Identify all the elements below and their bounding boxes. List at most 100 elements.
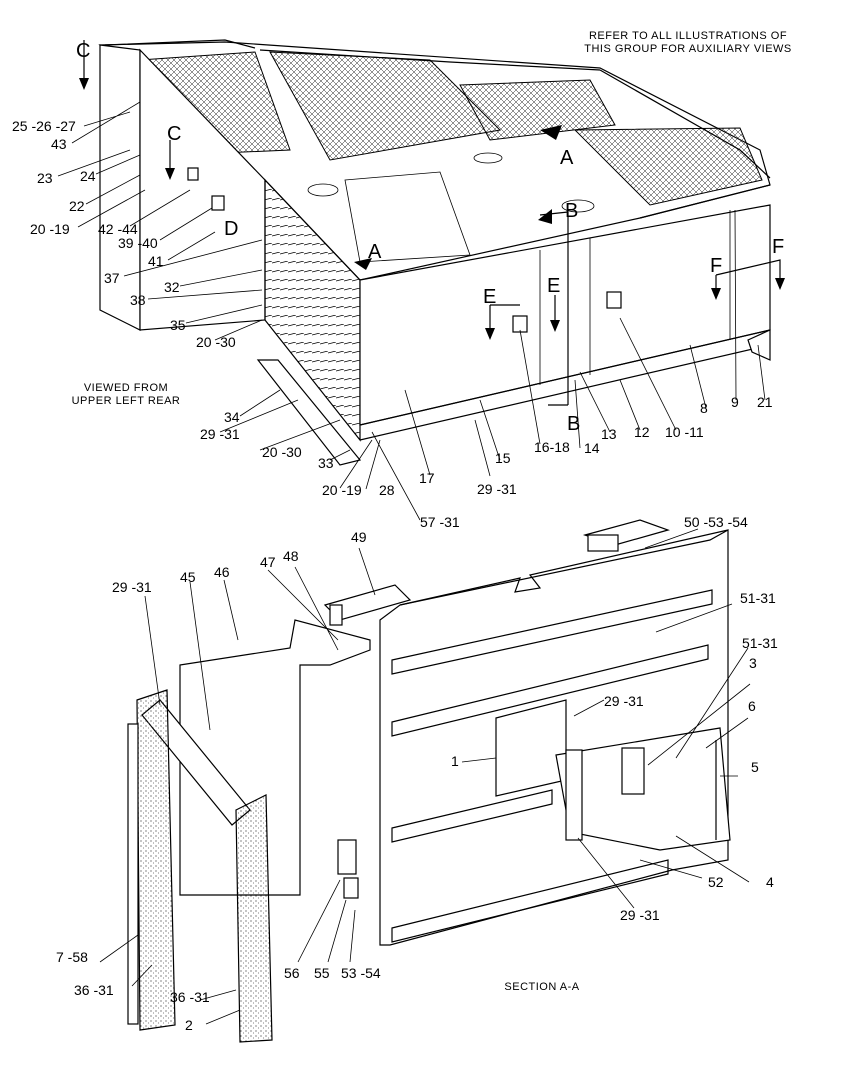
latch-f [606,291,622,309]
grating-rear [573,127,763,206]
arrow-f-line [715,259,781,290]
latch-left-2 [187,167,199,181]
callout-8: 8 [700,400,708,416]
callout-43: 43 [51,136,67,152]
callout-1: 1 [451,753,459,769]
arrow-b-head [538,209,552,224]
callout-55: 55 [314,965,330,981]
callout-47: 47 [260,554,276,570]
callout-20-19b: 20 -19 [322,482,362,498]
callout-51-31b: 51-31 [742,635,778,651]
port-2 [473,152,503,164]
arrow-a-left-head [354,258,372,270]
callout-46: 46 [214,564,230,580]
callout-16-18: 16-18 [534,439,570,455]
callout-48: 48 [283,548,299,564]
callout-13: 13 [601,426,617,442]
viewed-from-line1: VIEWED FROM [84,382,168,394]
left-door-panel [99,44,141,331]
arrow-c2-head [165,168,175,180]
latch-left [211,195,225,211]
callout-52: 52 [708,874,724,890]
arrow-e1-head [485,328,495,340]
marker-f2: F [772,236,784,258]
latch-e [512,315,528,333]
step-bracket [747,329,771,361]
callout-7-58: 7 -58 [56,949,88,965]
callout-50-53-54: 50 -53 -54 [684,514,748,530]
arrow-a-top-head [540,125,562,140]
callout-35: 35 [170,317,186,333]
callout-20-30b: 20 -30 [262,444,302,460]
section-a-a [127,519,731,1043]
callout-53-54: 53 -54 [341,965,381,981]
callout-36-31b: 36 -31 [170,989,210,1005]
rib-3 [391,789,553,843]
callout-38: 38 [130,292,146,308]
callout-21: 21 [757,394,773,410]
rib-1 [391,589,713,675]
callout-41: 41 [148,253,164,269]
callout-57-31: 57 -31 [420,514,460,530]
callout-28: 28 [379,482,395,498]
callout-20-30a: 20 -30 [196,334,236,350]
callout-2: 2 [185,1017,193,1033]
grating-right [459,79,616,141]
callout-24: 24 [80,168,96,184]
rib-4 [391,859,669,943]
mounting-box-latch [621,747,645,795]
marker-b-top: B [565,200,578,222]
base-rail [359,329,771,441]
arrow-e1-line [489,304,520,330]
mounting-box-flange [565,749,583,841]
callout-37: 37 [104,270,120,286]
bottom-leaders [99,528,751,1025]
access-plate [344,171,471,263]
callout-10-11: 10 -11 [665,424,704,440]
port-3 [561,199,595,213]
callout-23: 23 [37,170,53,186]
marker-a-left: A [368,241,382,263]
section-title: SECTION A-A [504,981,579,993]
callout-14: 14 [584,440,600,456]
cab-assembly [79,39,785,466]
section-b-line [539,211,569,406]
marker-f1: F [710,255,722,277]
marker-e2: E [547,275,560,297]
handrail [104,39,771,219]
callout-29-31b: 29 -31 [477,481,517,497]
callout-29-31a: 29 -31 [200,426,240,442]
arrow-f2-head [775,278,785,290]
callout-22: 22 [69,198,85,214]
arrow-e2-head [550,320,560,332]
post-7-58 [136,689,176,1031]
bracket-49-tab [329,604,343,626]
callout-3: 3 [749,655,757,671]
viewed-from-line2: UPPER LEFT REAR [72,395,181,407]
callout-45: 45 [180,569,196,585]
callout-56: 56 [284,965,300,981]
post-2 [235,794,273,1043]
panel-top-edge [399,529,729,606]
marker-d: D [224,218,238,240]
callout-17: 17 [419,470,435,486]
callout-36-31a: 36 -31 [74,982,114,998]
hinge-55 [343,877,359,899]
callout-39-40: 39 -40 [118,235,158,251]
rib-2 [391,644,709,737]
callout-9: 9 [731,394,739,410]
refer-note-line1: REFER TO ALL ILLUSTRATIONS OF [589,30,787,42]
callout-29-31c: 29 -31 [112,579,152,595]
top-leaders [57,101,766,521]
post-7-58-flange [127,723,139,1025]
callout-5: 5 [751,759,759,775]
marker-c2: C [167,123,181,145]
marker-e1: E [483,286,496,308]
callout-25-26-27: 25 -26 -27 [12,118,76,134]
callout-20-19a: 20 -19 [30,221,70,237]
marker-a-top: A [560,147,574,169]
arrow-f1-head [711,288,721,300]
arrow-c1-head [79,78,89,90]
